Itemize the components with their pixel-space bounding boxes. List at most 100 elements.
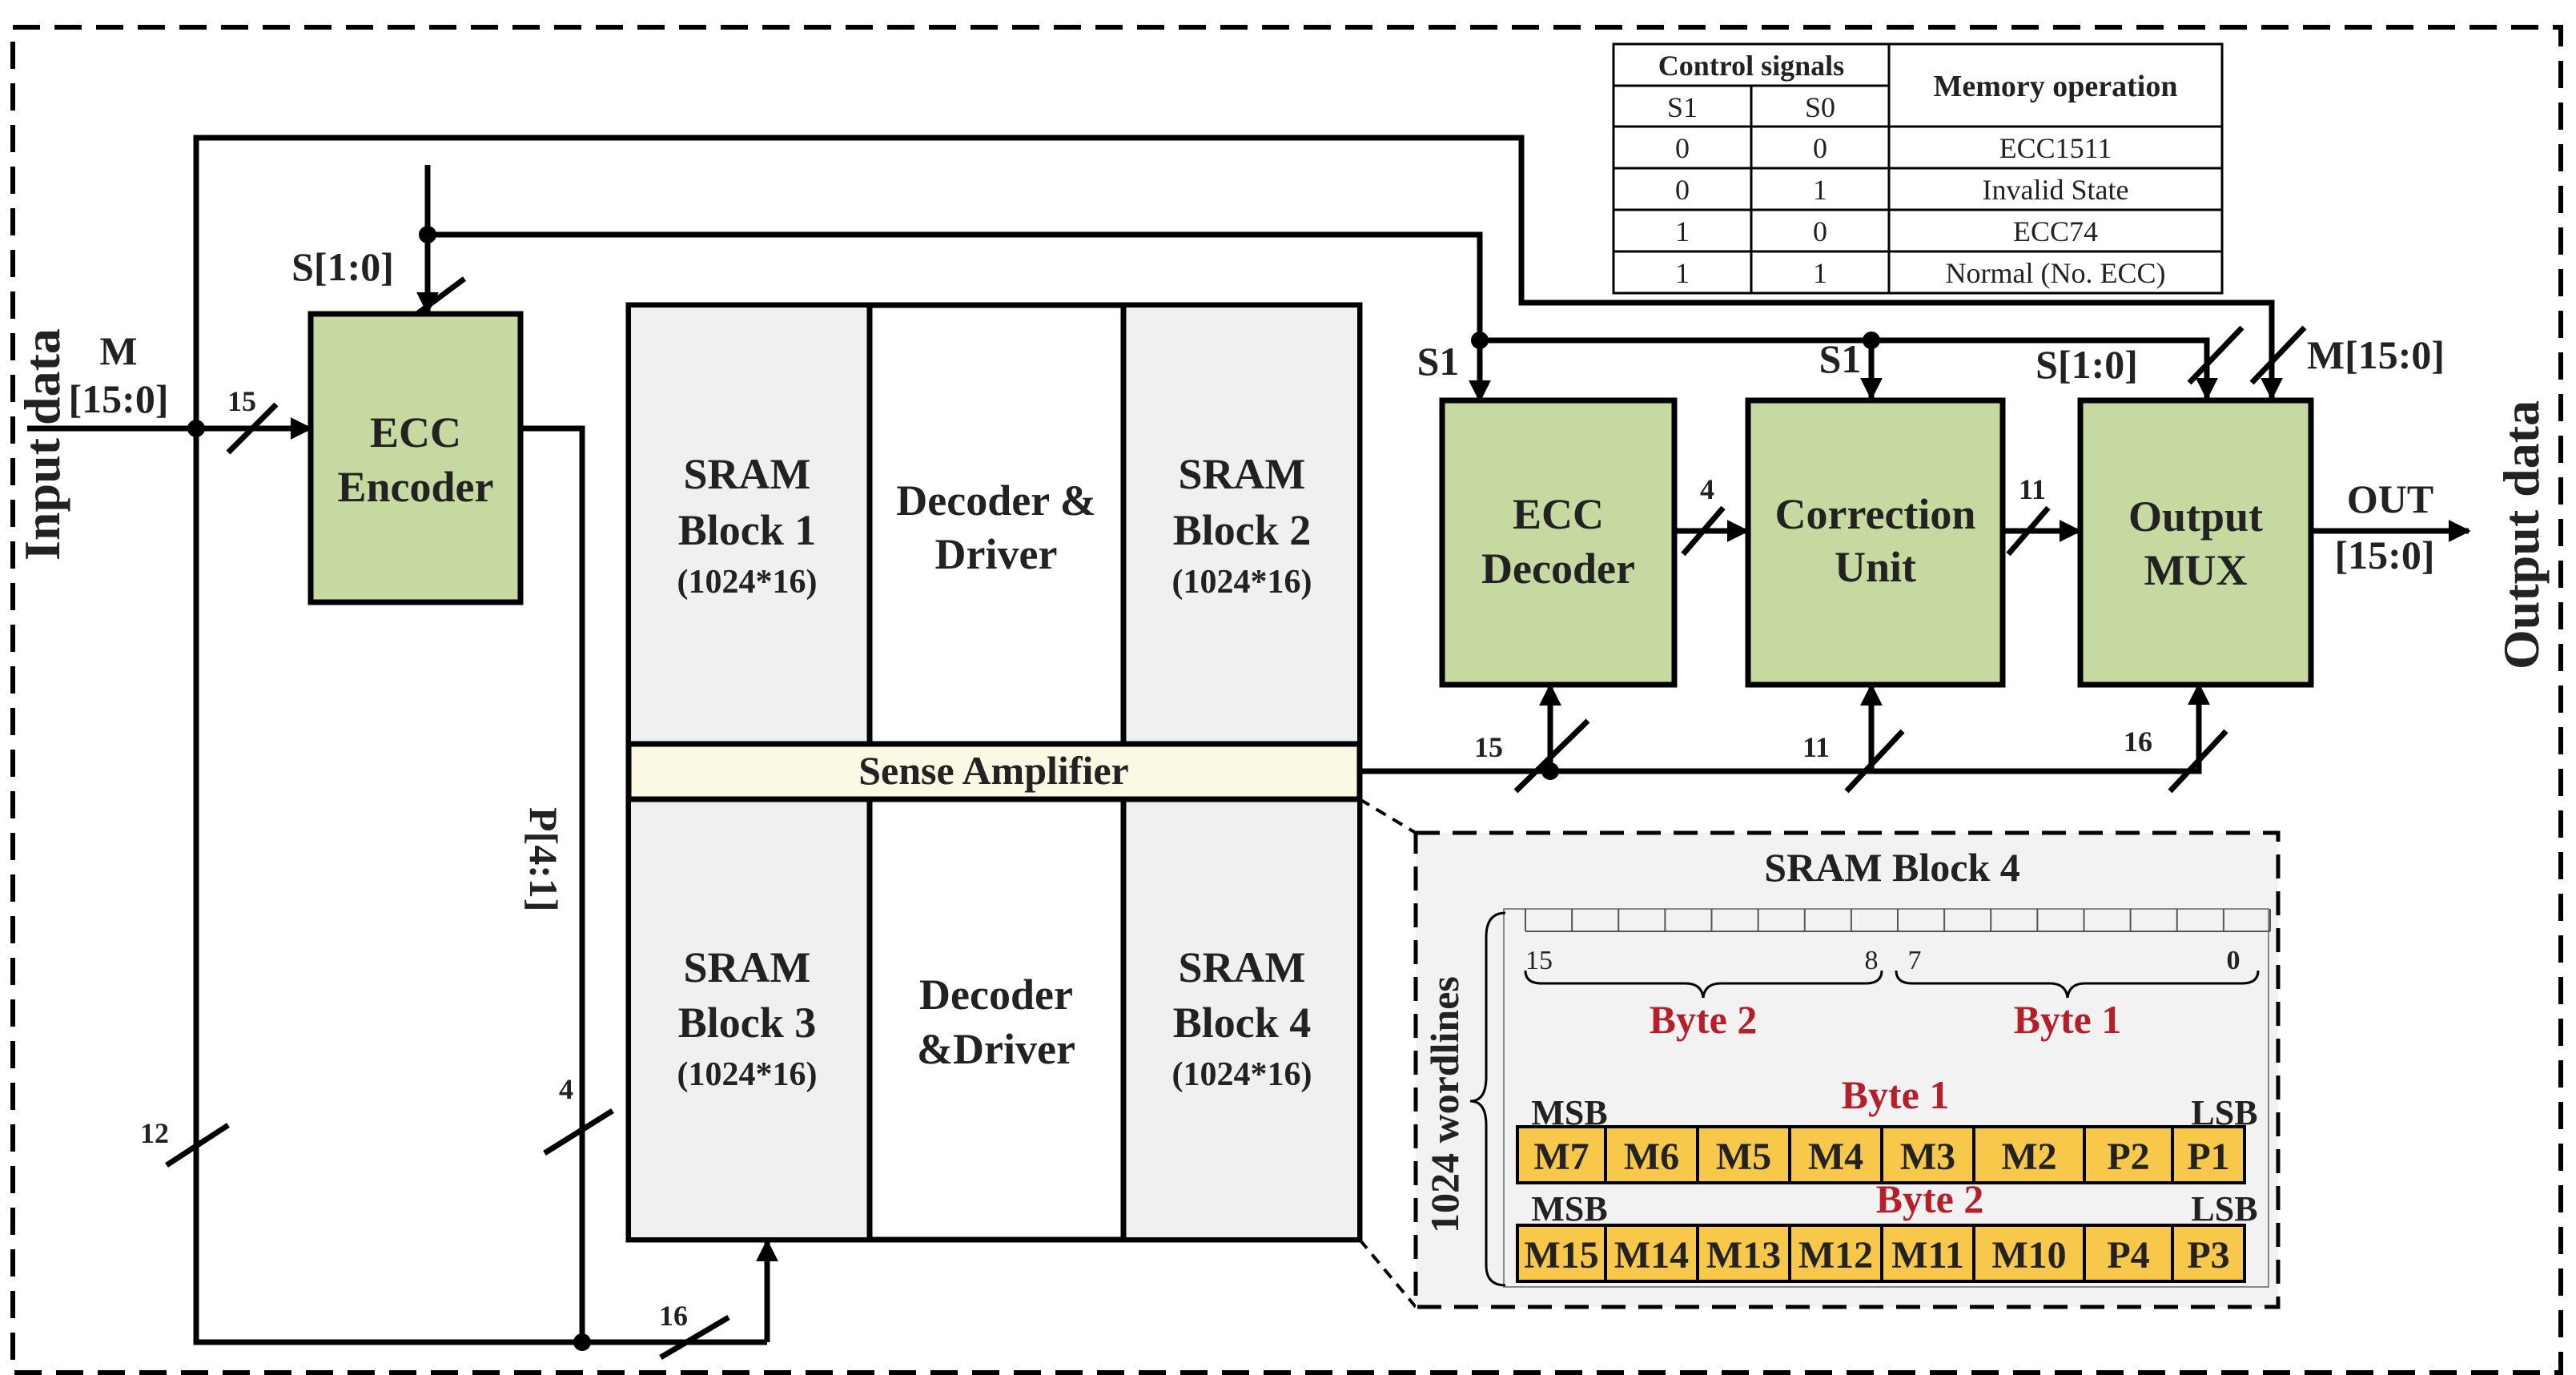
- decoder-driver-bottom-line1: Decoder: [919, 971, 1073, 1019]
- row2-lsb-label: LSB: [2191, 1189, 2257, 1228]
- bit-0-label: 0: [2227, 946, 2240, 975]
- bit-cell-label: P2: [2107, 1136, 2149, 1178]
- bit-cell-label: M15: [1524, 1234, 1598, 1276]
- table-row-s1: 0: [1675, 174, 1690, 206]
- wires: [27, 135, 2471, 1345]
- input-m-label: M: [99, 328, 137, 373]
- mux-m-input-label: M[15:0]: [2307, 332, 2445, 377]
- table-row-op: Invalid State: [1983, 174, 2129, 206]
- sram-block-1-size: (1024*16): [677, 564, 818, 601]
- outer-dashed-frame: [10, 25, 2563, 1375]
- sram-block-3-cell: [631, 799, 870, 1237]
- ecc-decoder-title-line2: Decoder: [1481, 545, 1635, 593]
- junction-dots: [187, 226, 1880, 1351]
- bit-cell: [1788, 1224, 1883, 1283]
- row1-byte-name: Byte 1: [1842, 1072, 1950, 1117]
- out-label: OUT: [2347, 476, 2433, 521]
- encoder-select-label: S[1:0]: [291, 244, 394, 289]
- sense-amplifier-bar: [625, 741, 1363, 802]
- decoder-driver-top-line1: Decoder &: [896, 476, 1095, 525]
- bit-cell-label: P1: [2187, 1136, 2229, 1178]
- bit-cell-label: M3: [1900, 1136, 1955, 1178]
- ecc-decoder-title-line1: ECC: [1513, 490, 1604, 538]
- sram-block-2-cell: [1123, 308, 1357, 744]
- byte2-group-label: Byte 2: [1650, 997, 1758, 1042]
- bit-cell: [1788, 1125, 1883, 1184]
- bus-width-slashes: [165, 276, 2307, 1361]
- input-width-15: 15: [227, 385, 256, 417]
- width-left-bus: 12: [140, 1117, 169, 1149]
- table-row-s1: 1: [1675, 257, 1690, 289]
- parity-p-label: P[4:1]: [521, 807, 566, 912]
- correction-unit-title-line2: Unit: [1835, 543, 1916, 591]
- bit-cell: [2171, 1224, 2246, 1283]
- correction-unit-block: [1745, 397, 2006, 688]
- sram-block-2-line2: Block 2: [1173, 506, 1312, 554]
- bit-15-label: 15: [1525, 946, 1553, 975]
- row2-byte-name: Byte 2: [1876, 1176, 1984, 1221]
- bit-cell-label: M14: [1614, 1234, 1689, 1276]
- correction-unit-title-line1: Correction: [1775, 490, 1976, 538]
- table-row-s0: 0: [1813, 215, 1827, 247]
- sram-block-3-size: (1024*16): [677, 1056, 818, 1093]
- bit-cell: [1516, 1224, 1607, 1283]
- bit-ruler: [1525, 909, 2271, 932]
- width-bottom-bus: 16: [659, 1300, 688, 1332]
- mux-select-label: S[1:0]: [2035, 342, 2138, 387]
- sram-block-2-line1: SRAM: [1179, 450, 1306, 498]
- row2-msb-label: MSB: [1531, 1189, 1607, 1228]
- bit-7-label: 7: [1908, 946, 1922, 975]
- decoder-select-label: S1: [1417, 339, 1460, 384]
- table-memory-operation-header: Memory operation: [1934, 70, 2178, 103]
- width-sense-to-decoder: 15: [1474, 731, 1503, 763]
- decoder-driver-bottom-line2: &Driver: [917, 1025, 1075, 1073]
- sram-block-1-line1: SRAM: [684, 450, 811, 498]
- output-mux-title-line2: MUX: [2144, 546, 2248, 594]
- bit-cell-label: M4: [1808, 1136, 1863, 1178]
- bit-cell: [1604, 1224, 1699, 1283]
- bit-cell-label: M10: [1991, 1234, 2066, 1276]
- sram-block-1-cell: [631, 308, 870, 744]
- bit-cell-label: M7: [1533, 1136, 1589, 1178]
- control-signals-table: [1612, 42, 2224, 295]
- bit-cell: [2083, 1125, 2174, 1184]
- table-s0-header: S0: [1805, 91, 1835, 123]
- memory-array: [625, 302, 1363, 1243]
- width-sense-to-correction: 11: [1802, 731, 1830, 763]
- width-parity-bus: 4: [559, 1073, 573, 1105]
- bit-cell-label: M12: [1798, 1234, 1873, 1276]
- table-row-s0: 1: [1813, 174, 1827, 206]
- detail-wordlines-label: 1024 wordlines: [1422, 976, 1467, 1233]
- table-row-s1: 0: [1675, 132, 1690, 164]
- table-row-s1: 1: [1675, 215, 1690, 247]
- bit-cell-label: P4: [2107, 1234, 2149, 1276]
- byte1-group-label: Byte 1: [2014, 997, 2122, 1042]
- bit-cell: [2171, 1125, 2246, 1184]
- width-decoder-to-correction: 4: [1700, 473, 1714, 505]
- bit-cell-label: P3: [2187, 1234, 2229, 1276]
- bit-cell-label: M5: [1716, 1136, 1771, 1178]
- detail-title: SRAM Block 4: [1764, 845, 2019, 890]
- table-s1-header: S1: [1667, 91, 1698, 123]
- bit-8-label: 8: [1865, 946, 1879, 975]
- input-m-range: [15:0]: [69, 376, 169, 421]
- sram-block-4-cell: [1123, 799, 1357, 1237]
- output-mux-title-line1: Output: [2128, 493, 2263, 541]
- decoder-driver-top-line2: Driver: [935, 530, 1058, 578]
- correction-select-label: S1: [1819, 336, 1862, 381]
- width-correction-to-mux: 11: [2019, 473, 2046, 505]
- sram-block-3-line2: Block 3: [678, 999, 817, 1047]
- bit-cell: [2083, 1224, 2174, 1283]
- table-control-signals-header: Control signals: [1658, 50, 1844, 82]
- table-row-op: ECC74: [2013, 215, 2098, 247]
- ecc-encoder-title-line1: ECC: [370, 408, 461, 456]
- ecc-decoder-block: [1439, 397, 1678, 688]
- ecc-encoder-title-line2: Encoder: [338, 463, 494, 511]
- byte1-brace: [1895, 970, 2260, 999]
- output-data-label: Output data: [2493, 400, 2550, 669]
- sram-block-4-size: (1024*16): [1172, 1056, 1312, 1093]
- input-data-label: Input data: [14, 328, 70, 561]
